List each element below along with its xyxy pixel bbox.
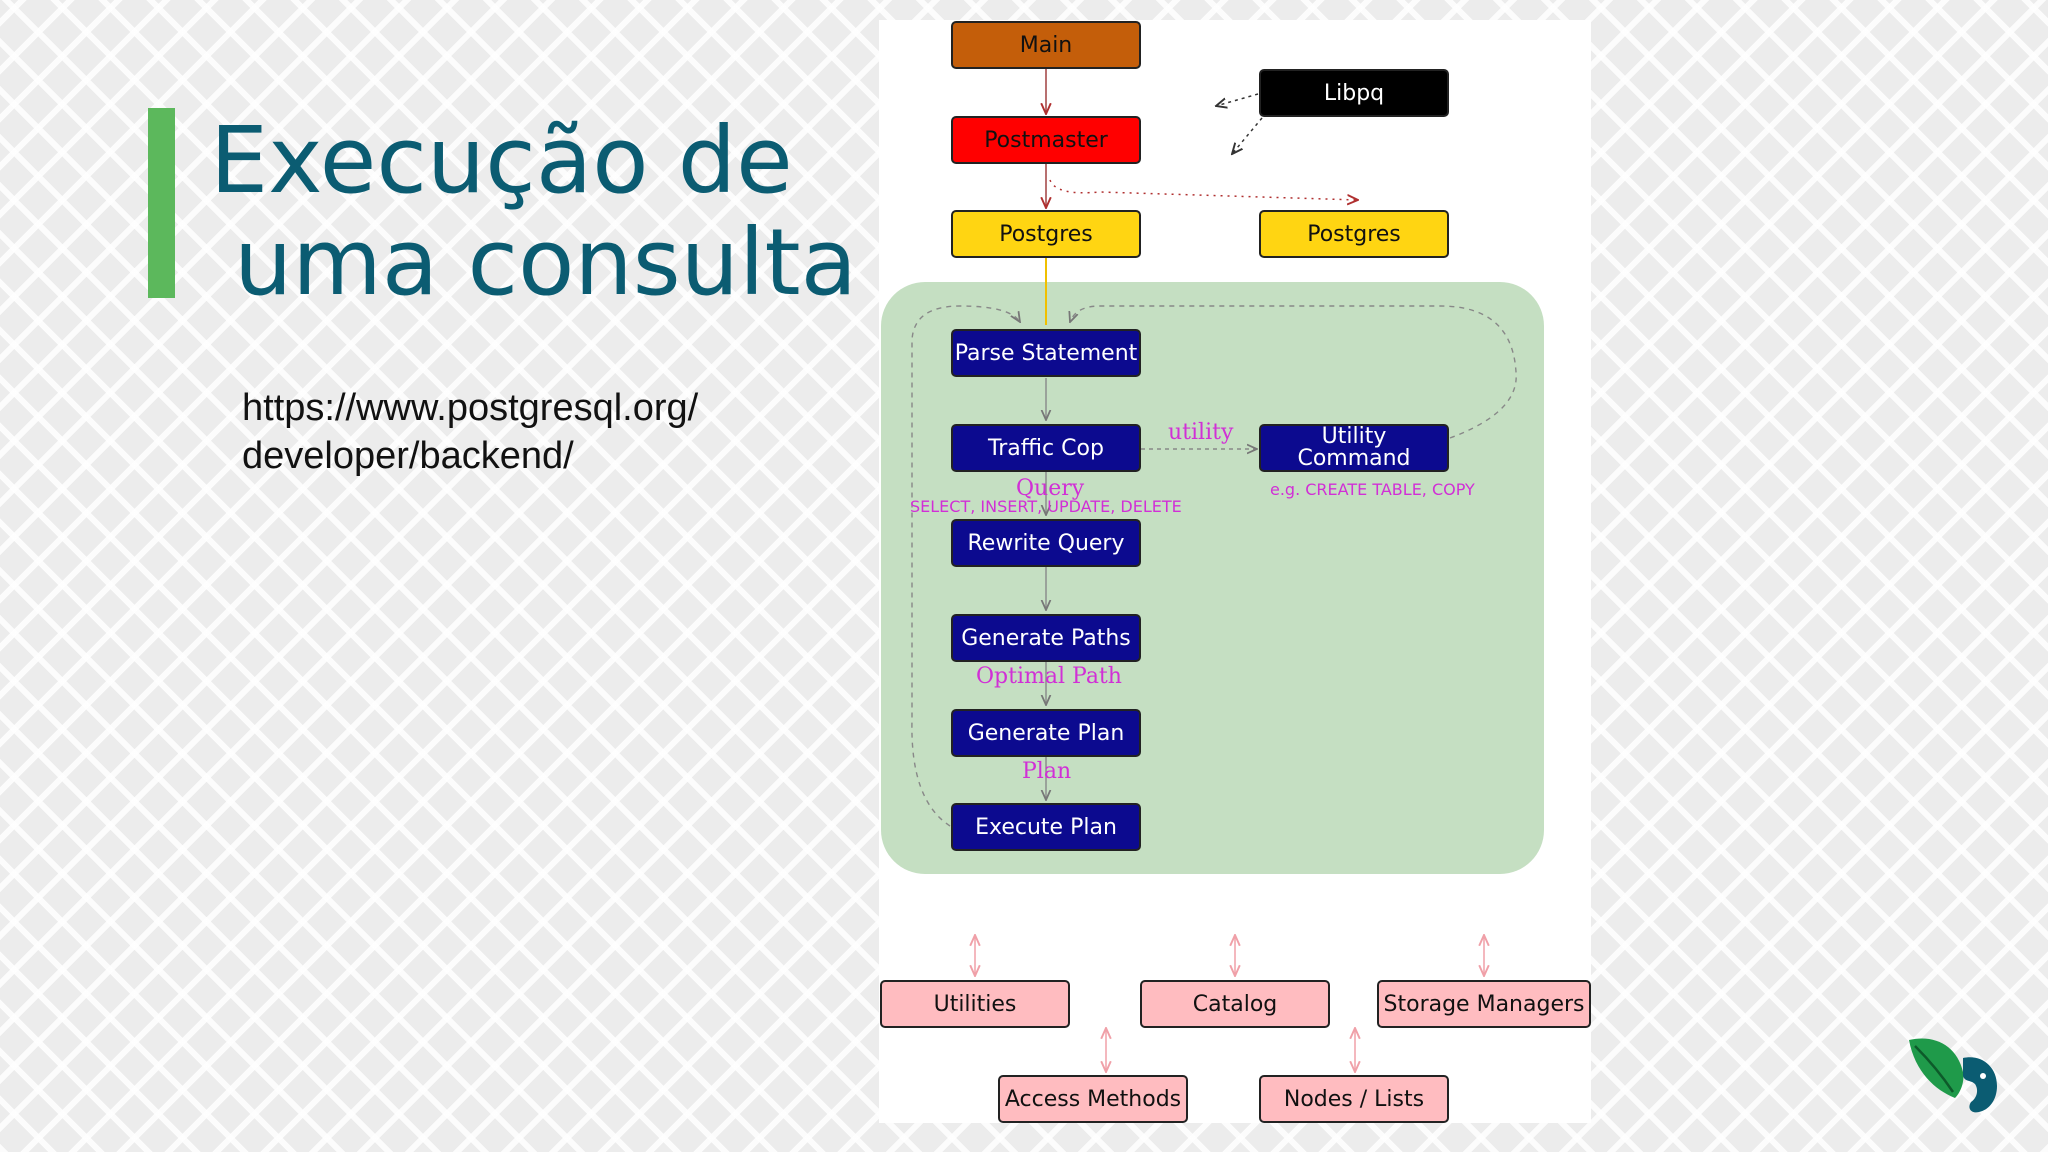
slide-title: Execução de uma consulta xyxy=(210,110,857,314)
utility-command-line-1: Utility xyxy=(1321,424,1387,449)
query-pipeline-region xyxy=(881,282,1544,874)
edge-label-utility: utility xyxy=(1168,420,1234,445)
node-postmaster: Postmaster xyxy=(951,116,1141,164)
source-url: https://www.postgresql.org/ developer/ba… xyxy=(242,384,698,480)
node-storage-managers: Storage Managers xyxy=(1377,980,1591,1028)
edge-label-plan: Plan xyxy=(1022,759,1072,784)
url-line-1: https://www.postgresql.org/ xyxy=(242,387,699,429)
edge-label-optimal-path: Optimal Path xyxy=(976,664,1122,689)
node-utilities: Utilities xyxy=(880,980,1070,1028)
title-line-2: uma consulta xyxy=(234,209,857,316)
title-line-1: Execução de xyxy=(210,107,793,214)
node-postgres-primary: Postgres xyxy=(951,210,1141,258)
node-postgres-secondary: Postgres xyxy=(1259,210,1449,258)
node-traffic-cop: Traffic Cop xyxy=(951,424,1141,472)
node-main: Main xyxy=(951,21,1141,69)
node-generate-plan: Generate Plan xyxy=(951,709,1141,757)
title-accent-bar xyxy=(148,108,175,298)
node-nodes-lists: Nodes / Lists xyxy=(1259,1075,1449,1123)
node-catalog: Catalog xyxy=(1140,980,1330,1028)
utility-command-line-2: Command xyxy=(1297,446,1411,471)
node-rewrite-query: Rewrite Query xyxy=(951,519,1141,567)
url-line-2: developer/backend/ xyxy=(242,435,574,477)
edge-label-query-types: SELECT, INSERT, UPDATE, DELETE xyxy=(910,497,1182,516)
node-parse-statement: Parse Statement xyxy=(951,329,1141,377)
node-generate-paths: Generate Paths xyxy=(951,614,1141,662)
elephant-leaf-logo-icon xyxy=(1909,1038,1997,1113)
node-execute-plan: Execute Plan xyxy=(951,803,1141,851)
node-libpq: Libpq xyxy=(1259,69,1449,117)
edge-label-query: Query xyxy=(1016,476,1085,501)
edge-label-utility-examples: e.g. CREATE TABLE, COPY xyxy=(1270,480,1475,499)
node-access-methods: Access Methods xyxy=(998,1075,1188,1123)
node-utility-command: Utility Command xyxy=(1259,424,1449,472)
